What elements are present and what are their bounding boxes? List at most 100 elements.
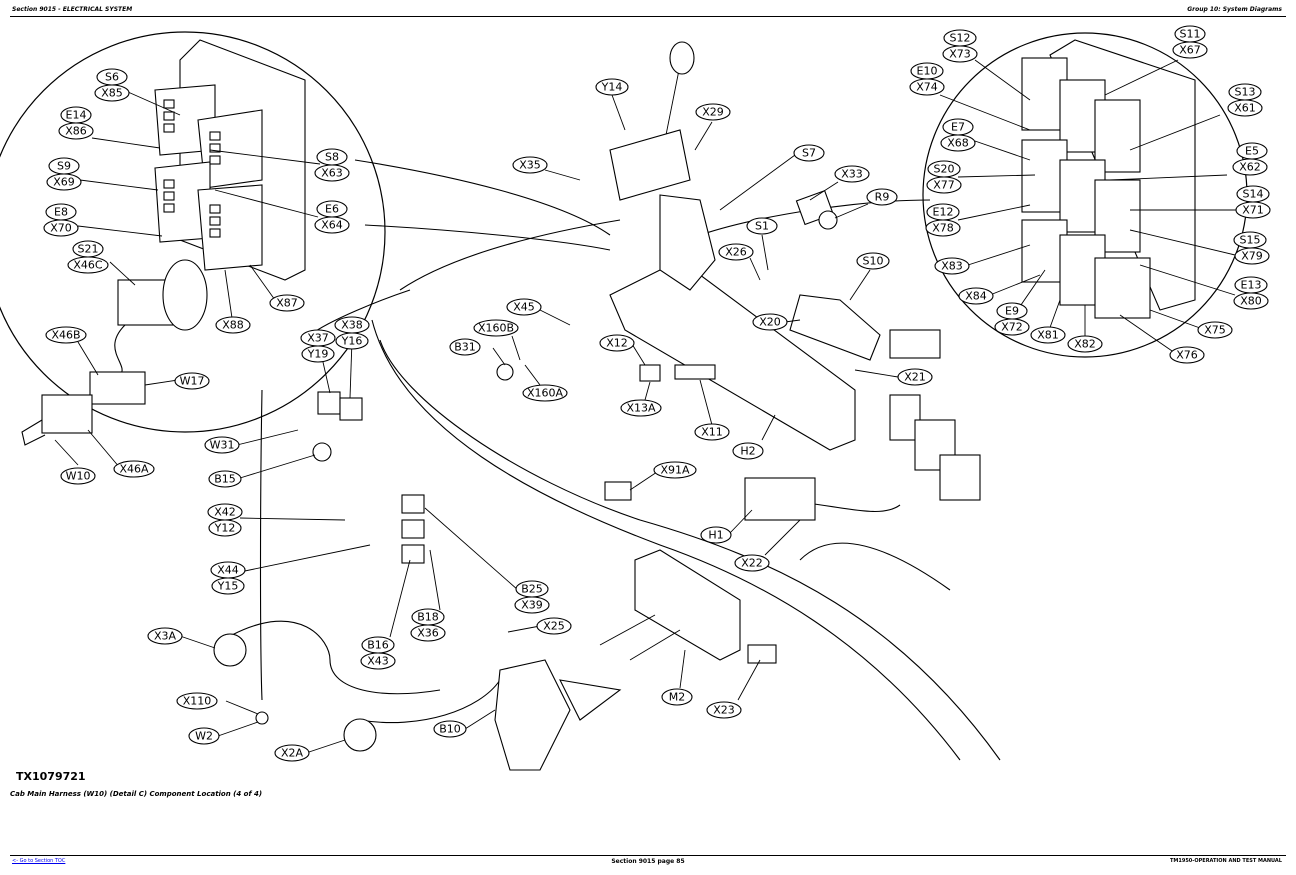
page-number: Section 9015 page 85 [611, 858, 685, 865]
section-header: Section 9015 - ELECTRICAL SYSTEM [12, 6, 133, 13]
callout-x81: X81 [1030, 326, 1066, 344]
callout-s12: S12 [943, 29, 977, 47]
svg-text:X29: X29 [702, 106, 724, 119]
callout-b16: B16 [361, 636, 395, 654]
callout-s8: S8 [316, 148, 348, 166]
svg-text:X72: X72 [1001, 321, 1023, 334]
callout-b15: B15 [208, 470, 242, 488]
svg-text:S10: S10 [863, 255, 884, 268]
svg-text:X69: X69 [53, 176, 75, 189]
callout-x87: X87 [269, 294, 305, 312]
svg-text:B18: B18 [417, 611, 439, 624]
left-detail-circle [0, 31, 386, 433]
callout-s7: S7 [793, 144, 825, 162]
svg-text:X46B: X46B [51, 329, 80, 342]
svg-text:X43: X43 [367, 655, 389, 668]
callout-x67: X67 [1172, 41, 1208, 59]
svg-text:X67: X67 [1179, 44, 1201, 57]
svg-text:W31: W31 [210, 439, 235, 452]
switch-s21 [117, 259, 208, 331]
svg-text:E12: E12 [933, 206, 954, 219]
figure-caption: Cab Main Harness (W10) (Detail C) Compon… [10, 790, 263, 798]
callout-x46b: X46B [45, 326, 87, 344]
callout-x2a: X2A [274, 744, 310, 762]
svg-text:S20: S20 [934, 163, 955, 176]
callout-w17: W17 [174, 372, 210, 390]
svg-text:S11: S11 [1180, 28, 1201, 41]
svg-text:X38: X38 [341, 319, 363, 332]
svg-text:W10: W10 [66, 470, 91, 483]
callout-x44: X44 [210, 561, 246, 579]
svg-text:E9: E9 [1005, 305, 1019, 318]
callout-x160a: X160A [522, 384, 568, 402]
svg-text:S1: S1 [755, 220, 769, 233]
callout-x39: X39 [514, 596, 550, 614]
connector-x46b [89, 371, 146, 405]
svg-text:X78: X78 [932, 222, 954, 235]
svg-text:X33: X33 [841, 168, 863, 181]
svg-text:X87: X87 [276, 297, 298, 310]
callout-x71: X71 [1235, 201, 1271, 219]
callout-y19: Y19 [301, 345, 335, 363]
section-toc-link[interactable]: <- Go to Section TOC [12, 858, 66, 864]
callout-labels: S6 X85 E14 X86 S8 X63 S9 X69 E6 X64 E8 X… [43, 25, 1271, 762]
svg-text:X85: X85 [101, 87, 123, 100]
callout-s9: S9 [48, 157, 80, 175]
svg-text:B15: B15 [214, 473, 236, 486]
connector-b16 [401, 544, 425, 564]
svg-text:B31: B31 [454, 341, 476, 354]
horn-h1 [744, 477, 816, 521]
callout-x21: X21 [897, 368, 933, 386]
callout-x33: X33 [834, 165, 870, 183]
callout-x76: X76 [1169, 346, 1205, 364]
callout-e6: E6 [316, 200, 348, 218]
callout-e10: E10 [910, 62, 944, 80]
svg-text:X12: X12 [606, 337, 628, 350]
callout-e9: E9 [996, 302, 1028, 320]
w17-harness [114, 324, 126, 376]
svg-text:X61: X61 [1234, 102, 1256, 115]
svg-text:X39: X39 [521, 599, 543, 612]
svg-text:X26: X26 [725, 246, 747, 259]
callout-x78: X78 [925, 219, 961, 237]
svg-text:X84: X84 [965, 290, 987, 303]
callout-s15: S15 [1233, 231, 1267, 249]
svg-text:S15: S15 [1240, 234, 1261, 247]
detail-link-left-top [354, 159, 611, 236]
figure-id: TX1079721 [16, 770, 86, 783]
svg-text:X64: X64 [321, 219, 343, 232]
callout-x29: X29 [695, 103, 731, 121]
callout-x74: X74 [909, 78, 945, 96]
callout-e5: E5 [1236, 142, 1268, 160]
callout-x11: X11 [694, 423, 730, 441]
callout-b31: B31 [449, 338, 481, 356]
callout-e12: E12 [926, 203, 960, 221]
svg-text:E10: E10 [917, 65, 938, 78]
callout-w2: W2 [188, 727, 220, 745]
svg-text:X13A: X13A [626, 402, 656, 415]
svg-text:X79: X79 [1241, 250, 1263, 263]
svg-text:X110: X110 [183, 695, 212, 708]
callout-x63: X63 [314, 164, 350, 182]
svg-text:X2A: X2A [281, 747, 304, 760]
svg-text:X86: X86 [65, 125, 87, 138]
callout-x42: X42 [207, 503, 243, 521]
connector-x11 [674, 364, 716, 380]
svg-text:Y15: Y15 [217, 580, 239, 593]
callout-x73: X73 [942, 45, 978, 63]
svg-text:X46C: X46C [73, 259, 103, 272]
svg-text:X36: X36 [417, 627, 439, 640]
callout-x110: X110 [176, 692, 218, 710]
callout-x68: X68 [940, 134, 976, 152]
svg-text:S8: S8 [325, 151, 339, 164]
svg-text:X74: X74 [916, 81, 938, 94]
connector-cluster-right [889, 394, 981, 501]
connector-x2a [343, 718, 377, 752]
svg-text:X77: X77 [933, 179, 955, 192]
svg-text:S9: S9 [57, 160, 71, 173]
svg-text:S14: S14 [1243, 188, 1264, 201]
footer-rule [10, 855, 1286, 856]
svg-text:X160A: X160A [527, 387, 564, 400]
svg-text:X63: X63 [321, 167, 343, 180]
callout-x83: X83 [934, 257, 970, 275]
